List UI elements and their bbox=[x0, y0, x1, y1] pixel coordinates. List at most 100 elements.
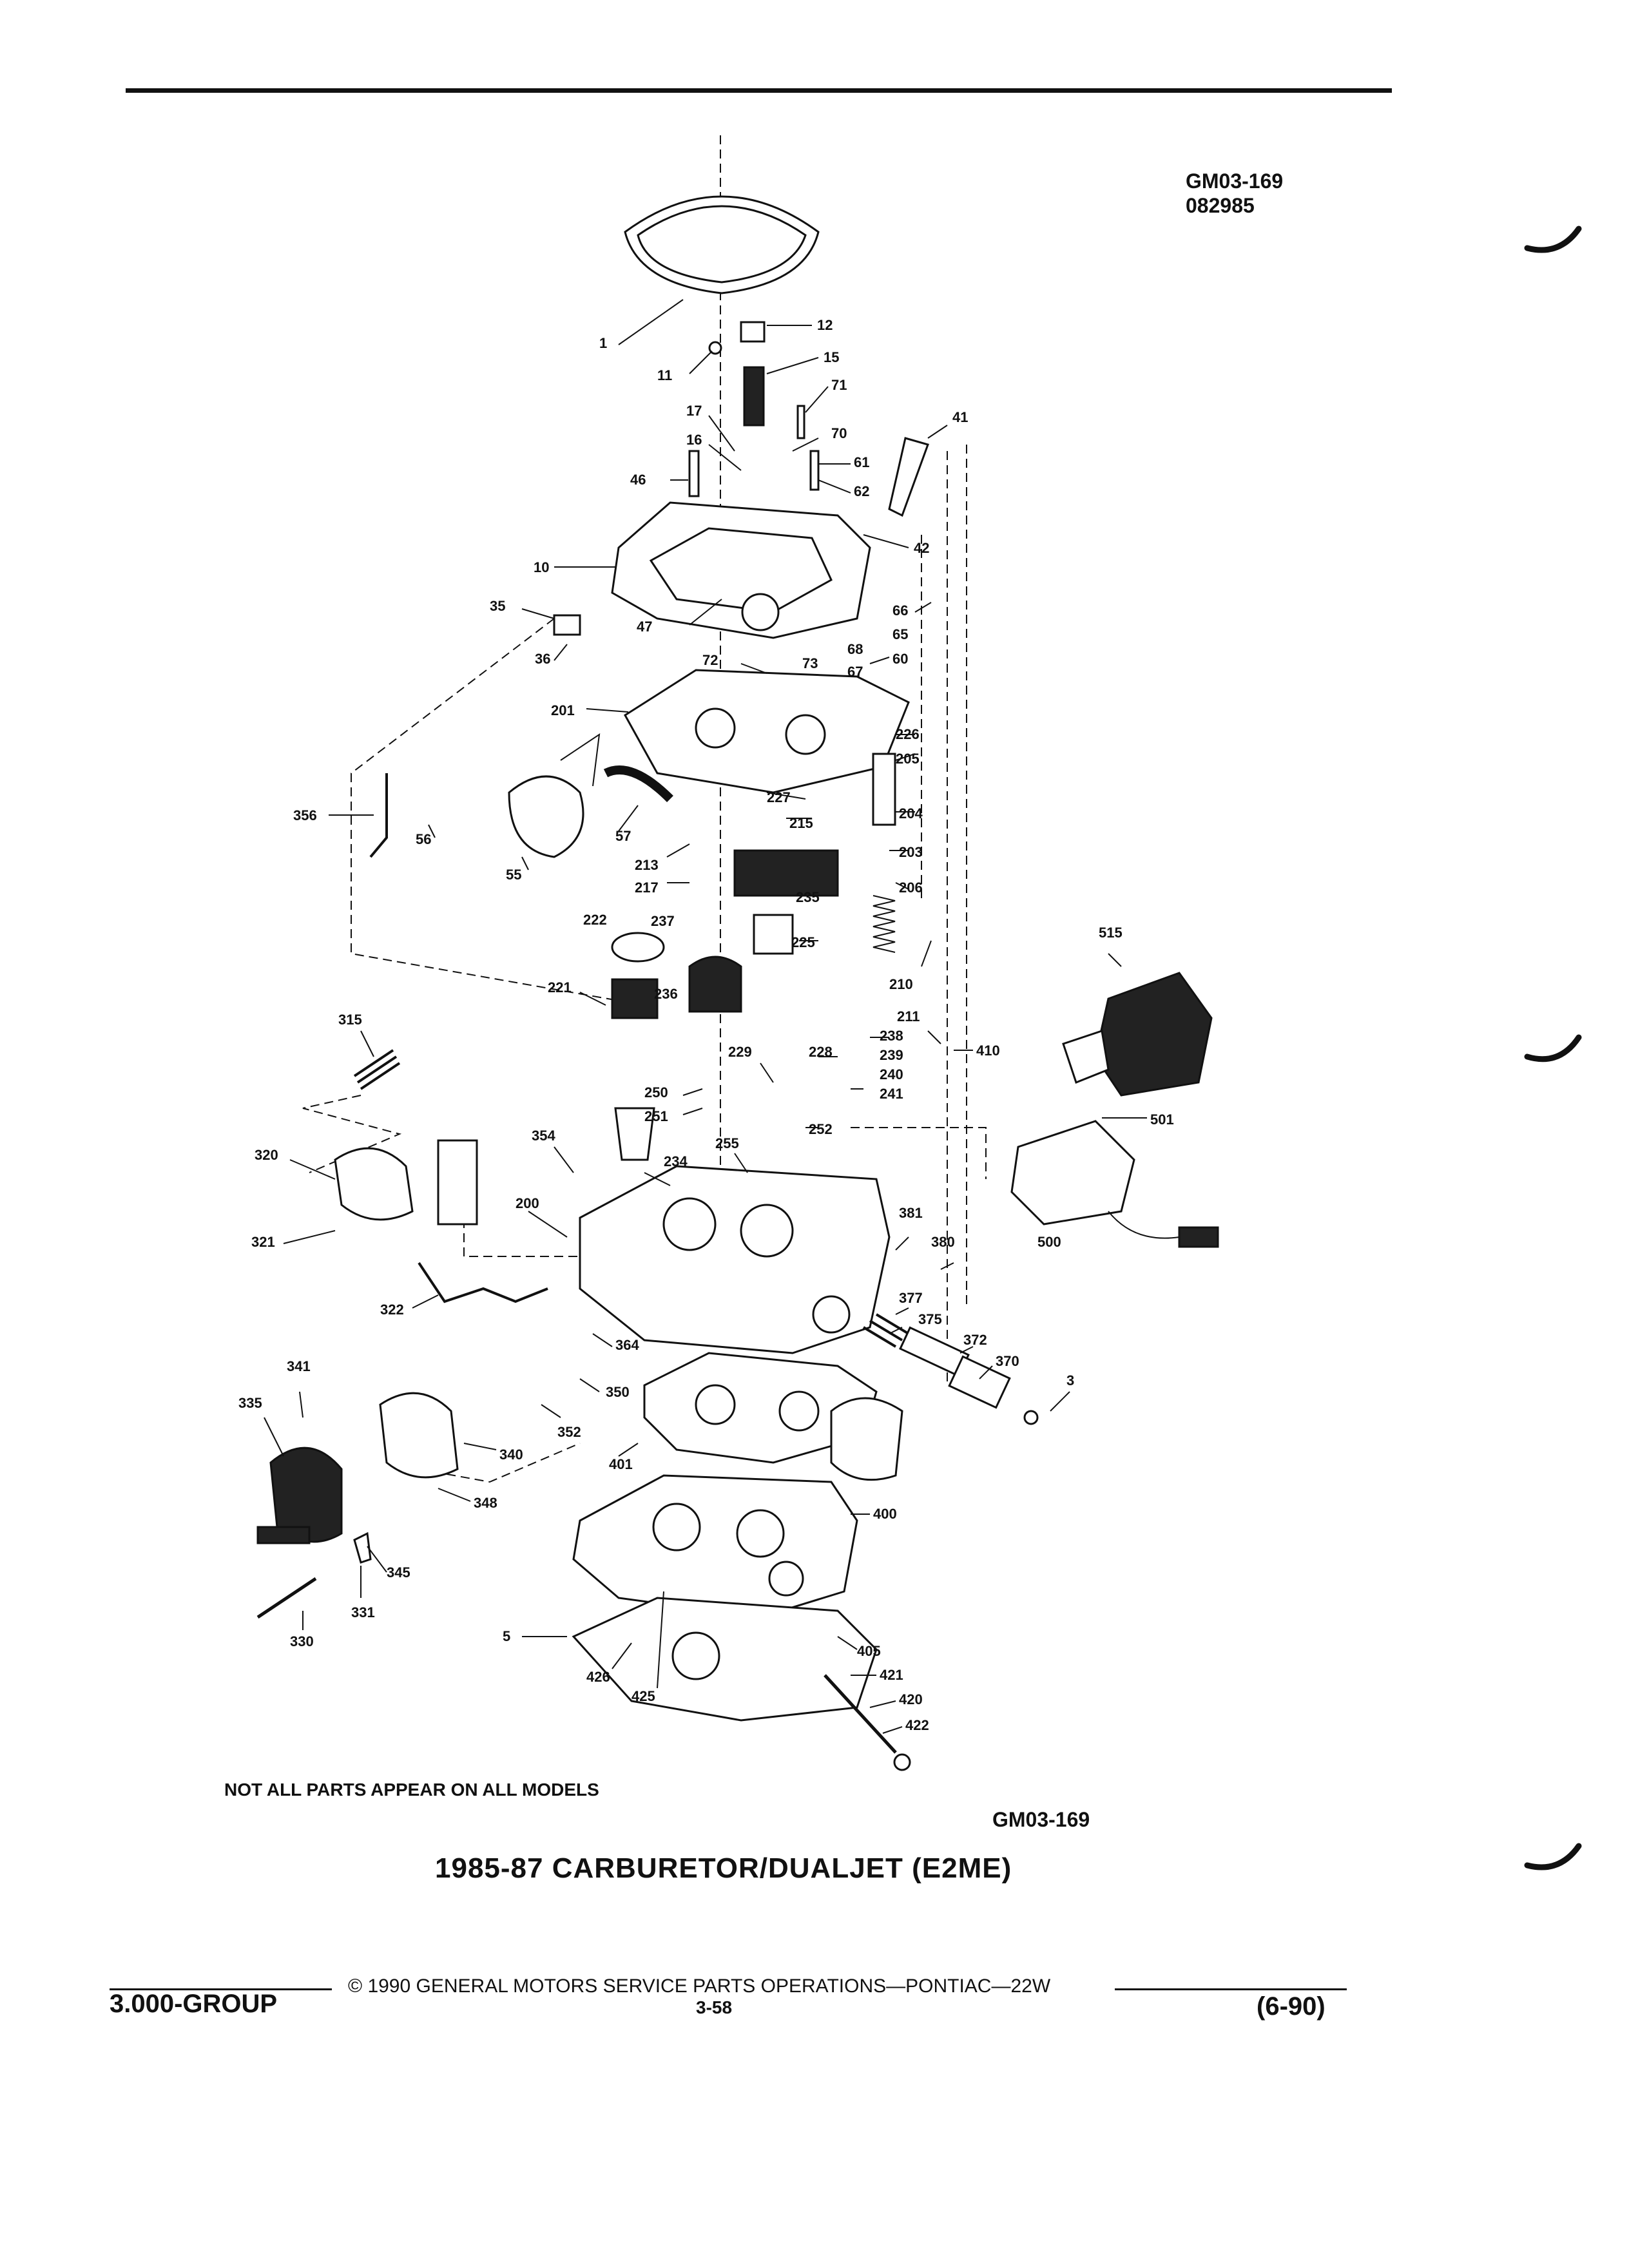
callout: 213 bbox=[635, 857, 659, 873]
callout: 222 bbox=[583, 912, 607, 928]
callout: 341 bbox=[287, 1358, 311, 1374]
callout: 70 bbox=[831, 425, 847, 441]
callout: 211 bbox=[897, 1008, 920, 1024]
rod-322 bbox=[418, 1262, 548, 1303]
air-horn-gasket bbox=[624, 669, 910, 794]
callout: 72 bbox=[702, 652, 718, 668]
callout: 241 bbox=[880, 1086, 903, 1102]
header-rule bbox=[126, 88, 1392, 93]
part-331 bbox=[353, 1532, 372, 1564]
callout: 400 bbox=[873, 1506, 897, 1522]
callout: 372 bbox=[963, 1332, 987, 1348]
callout: 252 bbox=[809, 1121, 833, 1137]
callout: 236 bbox=[654, 986, 678, 1002]
callout: 364 bbox=[615, 1337, 639, 1353]
callout: 225 bbox=[791, 934, 815, 950]
base-gasket bbox=[572, 1597, 878, 1722]
part-3 bbox=[1023, 1410, 1039, 1425]
callout: 250 bbox=[644, 1084, 668, 1100]
callout: 226 bbox=[896, 726, 920, 742]
callout: 68 bbox=[847, 641, 863, 657]
choke-housing-340 bbox=[379, 1392, 459, 1479]
float-bowl bbox=[579, 1165, 891, 1354]
callout: 237 bbox=[651, 913, 675, 929]
callout: 335 bbox=[238, 1395, 262, 1411]
callout: 12 bbox=[817, 317, 833, 333]
callout: 61 bbox=[854, 454, 869, 470]
solenoid-500 bbox=[1010, 1120, 1135, 1225]
screw-420 bbox=[824, 1674, 897, 1754]
footer-rule-left bbox=[110, 1988, 332, 1990]
callout: 238 bbox=[880, 1028, 903, 1044]
part-235 bbox=[733, 849, 839, 897]
callout: 235 bbox=[796, 889, 820, 905]
part-12 bbox=[740, 321, 766, 343]
callout: 62 bbox=[854, 483, 869, 499]
callout: 321 bbox=[251, 1234, 275, 1250]
part-11 bbox=[708, 341, 722, 355]
part-205 bbox=[872, 753, 896, 826]
callout: 1 bbox=[599, 335, 607, 351]
part-15 bbox=[743, 366, 765, 427]
callout: 41 bbox=[952, 409, 968, 425]
part-61 bbox=[809, 450, 820, 491]
figure-code-line2: 082985 bbox=[1186, 194, 1255, 217]
callout: 348 bbox=[474, 1495, 497, 1511]
callout: 340 bbox=[499, 1446, 523, 1463]
callout: 331 bbox=[351, 1604, 375, 1620]
callout: 221 bbox=[548, 979, 572, 995]
callout: 251 bbox=[644, 1108, 668, 1124]
callout: 17 bbox=[686, 403, 702, 419]
callout: 515 bbox=[1099, 925, 1123, 941]
callout: 350 bbox=[606, 1384, 630, 1400]
callout-labels: 1 11 12 15 71 17 70 16 61 46 62 41 10 42… bbox=[238, 317, 1174, 1733]
part-222 bbox=[611, 932, 665, 963]
callout: 377 bbox=[899, 1290, 923, 1306]
callout: 201 bbox=[551, 702, 575, 718]
callout: 203 bbox=[899, 844, 923, 860]
callout: 206 bbox=[899, 879, 923, 896]
rod-356 bbox=[369, 773, 388, 858]
callout: 36 bbox=[535, 651, 550, 667]
callout: 354 bbox=[532, 1128, 555, 1144]
callout: 500 bbox=[1037, 1234, 1061, 1250]
callout: 47 bbox=[637, 619, 652, 635]
spring-206 bbox=[872, 895, 896, 953]
callout: 15 bbox=[824, 349, 839, 365]
callout: 239 bbox=[880, 1047, 903, 1063]
callout: 35 bbox=[490, 598, 505, 614]
figure-title: 1985-87 CARBURETOR/DUALJET (E2ME) bbox=[435, 1852, 1012, 1884]
callout: 60 bbox=[892, 651, 908, 667]
callout: 501 bbox=[1150, 1111, 1174, 1128]
callout: 65 bbox=[892, 626, 908, 642]
callout: 217 bbox=[635, 879, 659, 896]
callout: 42 bbox=[914, 540, 929, 556]
margin-mark bbox=[1524, 226, 1582, 253]
callout: 71 bbox=[831, 377, 847, 393]
part-71 bbox=[796, 405, 805, 439]
callout: 55 bbox=[506, 867, 521, 883]
callout: 370 bbox=[996, 1353, 1019, 1369]
callout: 375 bbox=[918, 1311, 942, 1327]
spring-377 bbox=[862, 1313, 910, 1348]
callout: 315 bbox=[338, 1012, 362, 1028]
part-370 bbox=[948, 1355, 1011, 1409]
part-234 bbox=[614, 1107, 655, 1161]
callout: 410 bbox=[976, 1043, 1000, 1059]
figure-code-top: GM03-169 082985 bbox=[1186, 169, 1283, 218]
callout: 356 bbox=[293, 807, 317, 823]
callout: 422 bbox=[905, 1717, 929, 1733]
margin-mark bbox=[1524, 1034, 1582, 1062]
spring-315 bbox=[353, 1049, 401, 1090]
callout: 67 bbox=[847, 664, 863, 680]
callout: 204 bbox=[899, 805, 923, 822]
callout: 229 bbox=[728, 1044, 752, 1060]
callout: 5 bbox=[503, 1628, 510, 1644]
throttle-body bbox=[572, 1474, 858, 1619]
callout: 322 bbox=[380, 1302, 404, 1318]
part-422 bbox=[893, 1753, 911, 1771]
footer-rule-right bbox=[1115, 1988, 1347, 1990]
footer-copyright: © 1990 GENERAL MOTORS SERVICE PARTS OPER… bbox=[348, 1975, 1051, 1997]
part-225 bbox=[753, 914, 794, 955]
callout: 11 bbox=[657, 367, 672, 383]
